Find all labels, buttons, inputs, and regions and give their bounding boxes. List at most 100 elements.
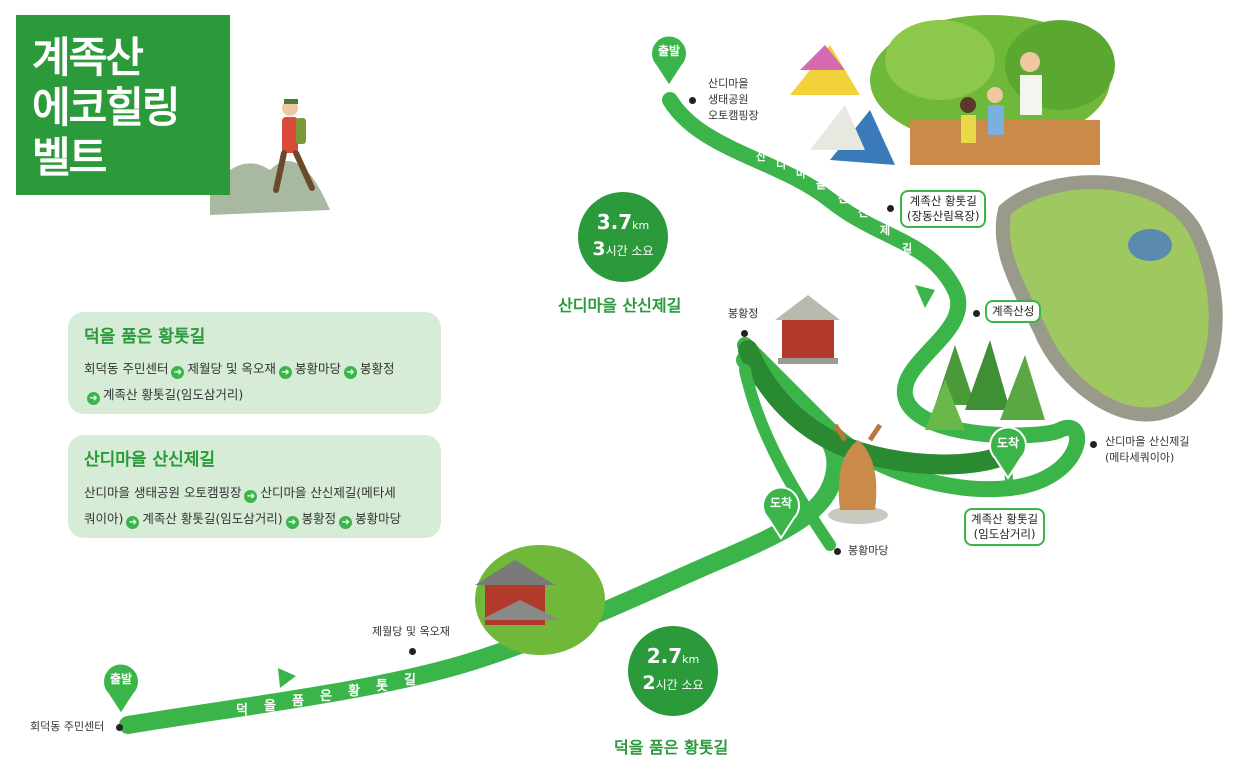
place-sandi-camp: 산디마을 생태공원 오토캠핑장 <box>708 76 759 124</box>
panel-heading: 덕을 품은 황톳길 <box>84 327 206 347</box>
place-hoedeok-center: 회덕동 주민센터 <box>30 720 105 733</box>
panel-route-line-1: 회덕동 주민센터➜제월당 및 옥오재➜봉황마당➜봉황정 <box>84 358 394 379</box>
metasequoia-illustration <box>925 340 1045 430</box>
hiker-illustration <box>210 99 330 215</box>
distance-unit: km <box>682 653 700 666</box>
path-char: 을 <box>264 699 276 714</box>
place-line: (메타세쿼이아) <box>1105 451 1175 464</box>
path-char: 제 <box>880 224 891 237</box>
place-line: 생태공원 <box>708 93 749 106</box>
title-box: 계족산 에코힐링 벨트 <box>16 15 230 195</box>
jewoldang-illustration <box>475 545 605 655</box>
route-stop: 봉황정 <box>359 361 395 376</box>
fortress-illustration <box>995 175 1223 422</box>
location-dot <box>1090 441 1097 448</box>
direction-arrow-lower <box>278 668 296 688</box>
pin-label: 도착 <box>769 496 793 510</box>
map-pin-icon <box>762 486 800 540</box>
distance-unit: km <box>632 219 650 232</box>
tag-line: 계족산 황톳길 <box>909 194 977 208</box>
pin-label: 도착 <box>996 436 1020 450</box>
arrive-pin-lower: 도착 <box>760 484 802 540</box>
pin-label: 출발 <box>657 44 681 58</box>
route-stop: 계족산 황톳길(임도삼거리) <box>142 511 283 526</box>
arrow-right-icon: ➜ <box>339 516 353 529</box>
path-char: 을 <box>816 178 827 191</box>
route-name-lower: 덕을 품은 황톳길 <box>614 738 729 757</box>
pin-label: 출발 <box>109 672 133 686</box>
arrive-pin-upper: 도착 <box>987 424 1029 480</box>
tag-hwangtogil-jangdong: 계족산 황톳길 (장동산림욕장) <box>900 190 987 228</box>
place-bonghwang-madang: 봉황마당 <box>848 544 889 557</box>
direction-arrow-upper <box>915 285 935 308</box>
arrow-right-icon: ➜ <box>285 516 299 529</box>
location-dot <box>689 97 696 104</box>
place-bonghwangjeong: 봉황정 <box>728 307 759 320</box>
lower-route-path <box>119 351 845 734</box>
location-dot <box>116 724 123 731</box>
location-dot <box>834 548 841 555</box>
title-line-1: 계족산 <box>32 33 144 82</box>
path-char: 은 <box>320 689 332 704</box>
route-stop: 봉황마당 <box>355 511 402 526</box>
route-stop: 계족산 황톳길(임도삼거리) <box>103 387 244 402</box>
route-panel-sanshinje: 산디마을 산신제길 산디마을 생태공원 오토캠핑장➜산디마을 산신제길(메타세 … <box>68 435 441 538</box>
time-suffix: 시간 소요 <box>655 678 704 692</box>
route-panel-hwangtogil: 덕을 품은 황톳길 회덕동 주민센터➜제월당 및 옥오재➜봉황마당➜봉황정 ➜계… <box>68 312 441 414</box>
title-line-2: 에코힐링 <box>32 83 181 132</box>
hours-value: 3 <box>592 238 606 260</box>
route-stop: 쿼이아) <box>84 511 124 526</box>
route-stop: 산디마을 생태공원 오토캠핑장 <box>84 485 242 500</box>
path-char: 마 <box>796 167 807 180</box>
place-line: 산디마을 <box>708 77 749 90</box>
route-stop: 회덕동 주민센터 <box>84 361 169 376</box>
distance-badge-lower: 2.7km 2시간 소요 <box>628 626 718 716</box>
arrow-right-icon: ➜ <box>244 490 258 503</box>
start-pin-lower: 출발 <box>100 660 142 716</box>
tag-hwangtogil-imdo: 계족산 황톳길 (임도삼거리) <box>964 508 1046 546</box>
route-stop: 봉황정 <box>301 511 337 526</box>
distance-badge-upper: 3.7km 3시간 소요 <box>578 192 668 282</box>
location-dot <box>409 648 416 655</box>
path-char: 디 <box>776 158 787 171</box>
pavilion-illustration <box>775 295 840 364</box>
route-stop: 제월당 및 옥오재 <box>187 361 276 376</box>
panel-route-line-2: ➜계족산 황톳길(임도삼거리) <box>84 384 243 405</box>
panel-route-line-1: 산디마을 생태공원 오토캠핑장➜산디마을 산신제길(메타세 <box>84 482 396 503</box>
map-pin-icon <box>650 34 688 88</box>
connector-path-2 <box>739 364 836 551</box>
tag-line: (임도삼거리) <box>973 527 1036 541</box>
time-suffix: 시간 소요 <box>605 244 654 258</box>
path-char: 길 <box>902 242 913 255</box>
map-pin-icon <box>102 662 140 716</box>
connector-path <box>738 340 1015 475</box>
forest-illustration <box>870 15 1115 165</box>
path-char: 길 <box>404 673 416 688</box>
tag-line: (장동산림욕장) <box>907 209 980 223</box>
route-stop: 산디마을 산신제길(메타세 <box>260 485 396 500</box>
arrow-right-icon: ➜ <box>171 366 185 379</box>
map-pin-icon <box>989 426 1027 480</box>
place-jewoldang: 제월당 및 옥오재 <box>372 625 450 638</box>
start-pin-upper: 출발 <box>648 32 690 88</box>
path-char: 산 <box>838 192 849 205</box>
path-char: 톳 <box>376 679 388 694</box>
distance-value: 3.7 <box>596 210 633 234</box>
place-line: 산디마을 산신제길 <box>1105 435 1190 448</box>
hours-value: 2 <box>642 672 656 694</box>
tag-line: 계족산 황톳길 <box>971 512 1039 526</box>
path-char: 품 <box>292 694 304 709</box>
route-name-upper: 산디마을 산신제길 <box>558 296 682 315</box>
camping-illustration <box>790 45 895 165</box>
route-stop: 봉황마당 <box>294 361 341 376</box>
place-line: 오토캠핑장 <box>708 109 759 122</box>
path-char: 황 <box>348 684 360 699</box>
phoenix-statue-illustration <box>828 423 888 524</box>
location-dot <box>973 310 980 317</box>
arrow-right-icon: ➜ <box>343 366 357 379</box>
path-char: 신 <box>858 206 869 219</box>
arrow-right-icon: ➜ <box>278 366 292 379</box>
arrow-right-icon: ➜ <box>87 392 100 405</box>
location-dot <box>741 330 748 337</box>
